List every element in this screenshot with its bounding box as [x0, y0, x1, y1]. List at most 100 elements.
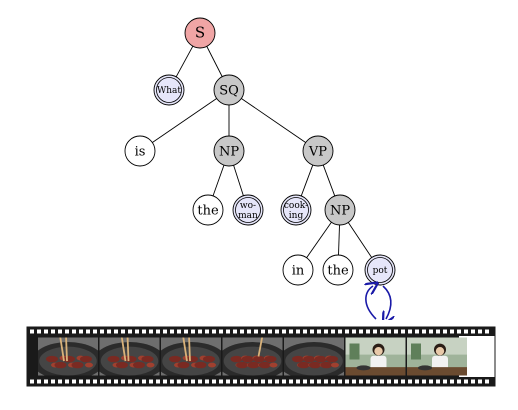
sprocket-hole: [240, 329, 244, 334]
node-circle: [324, 194, 356, 226]
node-label: the: [327, 264, 349, 279]
node-circle: [124, 135, 156, 167]
sprocket-hole: [191, 379, 195, 384]
sprocket-hole: [240, 379, 244, 384]
sprocket-hole: [345, 329, 349, 334]
tree-edge-NP2-pot: [347, 222, 373, 258]
sprocket-hole: [142, 329, 146, 334]
sprocket-hole: [275, 379, 279, 384]
sprocket-hole: [422, 379, 426, 384]
sprocket-hole: [408, 379, 412, 384]
sprocket-hole: [331, 379, 335, 384]
sprocket-hole: [464, 329, 468, 334]
sprocket-hole: [170, 329, 174, 334]
node-circle: [184, 17, 216, 49]
sprocket-hole: [443, 379, 447, 384]
sprocket-hole: [408, 329, 412, 334]
sprocket-hole: [212, 329, 216, 334]
sprocket-hole: [79, 379, 83, 384]
sprocket-hole: [184, 329, 188, 334]
node-circle: [302, 135, 334, 167]
node-label: cook-ing: [284, 201, 308, 221]
sprocket-hole: [114, 329, 118, 334]
sprocket-hole: [310, 329, 314, 334]
sprocket-hole: [450, 379, 454, 384]
sprocket-hole: [387, 329, 391, 334]
sprocket-hole: [205, 329, 209, 334]
sprocket-hole: [177, 329, 181, 334]
sprocket-hole: [128, 329, 132, 334]
node-inner-ring: [283, 197, 309, 223]
node-inner-ring: [156, 77, 182, 103]
sprocket-hole: [387, 379, 391, 384]
node-inner-ring: [235, 197, 261, 223]
grounding-arrow-down: [383, 285, 391, 319]
node-circle: [282, 254, 314, 286]
tree-node-the1: the: [192, 194, 224, 226]
sprocket-hole: [380, 329, 384, 334]
sprocket-hole: [191, 329, 195, 334]
sprocket-hole: [485, 379, 489, 384]
tree-node-in: in: [282, 254, 314, 286]
sprocket-hole: [135, 379, 139, 384]
sprocket-hole: [401, 379, 405, 384]
node-circle: [153, 74, 185, 106]
sprocket-hole: [247, 329, 251, 334]
sprocket-hole: [296, 379, 300, 384]
tree-node-cooking: cook-ing: [280, 194, 312, 226]
sprocket-hole: [359, 329, 363, 334]
tree-node-vp: VP: [302, 135, 334, 167]
sprocket-hole: [317, 329, 321, 334]
sprocket-hole: [303, 379, 307, 384]
sprocket-hole: [471, 379, 475, 384]
sprocket-hole: [51, 379, 55, 384]
sprocket-hole: [219, 329, 223, 334]
tree-edge-NP2-in: [306, 222, 332, 258]
sprocket-hole: [247, 379, 251, 384]
video-frame-2: [99, 337, 160, 376]
video-frame-5: [284, 337, 344, 376]
sprocket-hole: [233, 379, 237, 384]
sprocket-hole: [86, 379, 90, 384]
tree-edge-SQ-VP: [241, 98, 306, 143]
video-frame-7: [407, 337, 467, 376]
sprocket-hole: [72, 379, 76, 384]
sprocket-hole: [366, 329, 370, 334]
node-circle: [213, 74, 245, 106]
sprocket-hole: [331, 329, 335, 334]
sprocket-hole: [415, 379, 419, 384]
sprocket-hole: [254, 379, 258, 384]
tree-node-is: is: [124, 135, 156, 167]
sprocket-hole: [282, 329, 286, 334]
sprocket-hole: [142, 379, 146, 384]
node-circle: [213, 135, 245, 167]
sprocket-hole: [177, 379, 181, 384]
sprocket-hole: [30, 379, 34, 384]
sprocket-hole: [324, 379, 328, 384]
sprocket-hole: [205, 379, 209, 384]
sprocket-hole: [72, 329, 76, 334]
sprocket-hole: [478, 379, 482, 384]
sprocket-hole: [282, 379, 286, 384]
tree-node-pot: pot: [364, 254, 396, 286]
tree-node-what: What: [153, 74, 185, 106]
sprocket-hole: [198, 379, 202, 384]
sprocket-hole: [380, 379, 384, 384]
sprocket-hole: [303, 329, 307, 334]
video-frame-3: [161, 337, 221, 376]
tree-edge-NP1-the1: [212, 164, 225, 197]
tree-node-np2: NP: [324, 194, 356, 226]
tree-node-the2: the: [322, 254, 354, 286]
sprocket-hole: [275, 329, 279, 334]
sprocket-hole: [289, 379, 293, 384]
sprocket-hole: [44, 379, 48, 384]
sprocket-hole: [156, 329, 160, 334]
sprocket-hole: [156, 379, 160, 384]
sprocket-hole: [51, 329, 55, 334]
sprocket-hole: [163, 379, 167, 384]
sprocket-hole: [37, 379, 41, 384]
tree-edge-VP-cooking: [300, 164, 314, 197]
sprocket-hole: [324, 329, 328, 334]
